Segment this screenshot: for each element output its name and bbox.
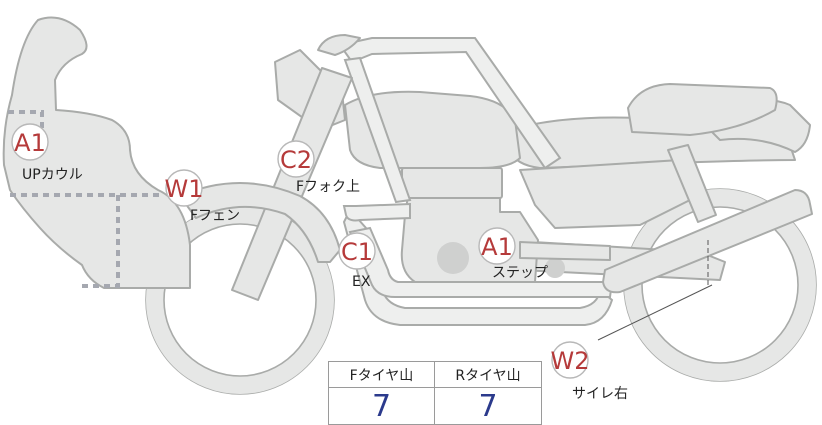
handlebar (317, 34, 361, 56)
marker-sidecover[interactable]: W2 サイレ右 (551, 341, 629, 402)
front-tire-tread-value: 7 (329, 388, 435, 424)
marker-code: A1 (14, 129, 46, 157)
marker-code: W1 (165, 175, 204, 203)
marker-label: ステップ (492, 265, 548, 281)
rear-tire-tread-header: Rタイヤ山 (435, 362, 541, 388)
marker-circle (478, 227, 516, 265)
marker-ffender[interactable]: W1 Fフェン (165, 169, 241, 224)
footpeg-bolt (545, 258, 565, 278)
step-bar (519, 241, 611, 261)
frame-down-tube (342, 202, 411, 222)
marker-code: C1 (341, 238, 373, 266)
marker-label: サイレ右 (572, 386, 628, 402)
marker-circle (11, 123, 49, 161)
marker-label: Fフォク上 (296, 179, 360, 195)
marker-exhaust[interactable]: C1 EX (338, 232, 376, 290)
seat (627, 83, 778, 136)
marker-ffork[interactable]: C2 Fフォク上 (277, 140, 360, 195)
marker-circle (277, 140, 315, 178)
marker-circle (165, 169, 203, 207)
front-tire-tread-header: Fタイヤ山 (329, 362, 435, 388)
cylinder-head (401, 167, 503, 199)
leader-line-w2 (597, 284, 713, 341)
marker-label: Fフェン (190, 208, 240, 224)
marker-code: A1 (481, 233, 513, 261)
cowl-dash-vertical (80, 195, 120, 288)
rear-tire-tread-value: 7 (478, 388, 498, 424)
marker-code: W2 (551, 347, 590, 375)
marker-upcowl[interactable]: A1 UPカウル (11, 123, 83, 183)
engine-cover (437, 242, 469, 274)
marker-label: EX (352, 274, 371, 290)
marker-circle (338, 232, 376, 270)
rear-shock (667, 144, 717, 223)
marker-circle (551, 341, 589, 379)
frame-rear-tube (343, 56, 412, 204)
marker-step[interactable]: A1 ステップ (478, 227, 548, 281)
marker-label: UPカウル (22, 167, 83, 183)
cowl-dash-top (8, 110, 44, 130)
tire-tread-table: Fタイヤ山 Rタイヤ山 7 7 (328, 361, 542, 425)
front-fork (231, 67, 353, 301)
marker-code: C2 (280, 146, 312, 174)
